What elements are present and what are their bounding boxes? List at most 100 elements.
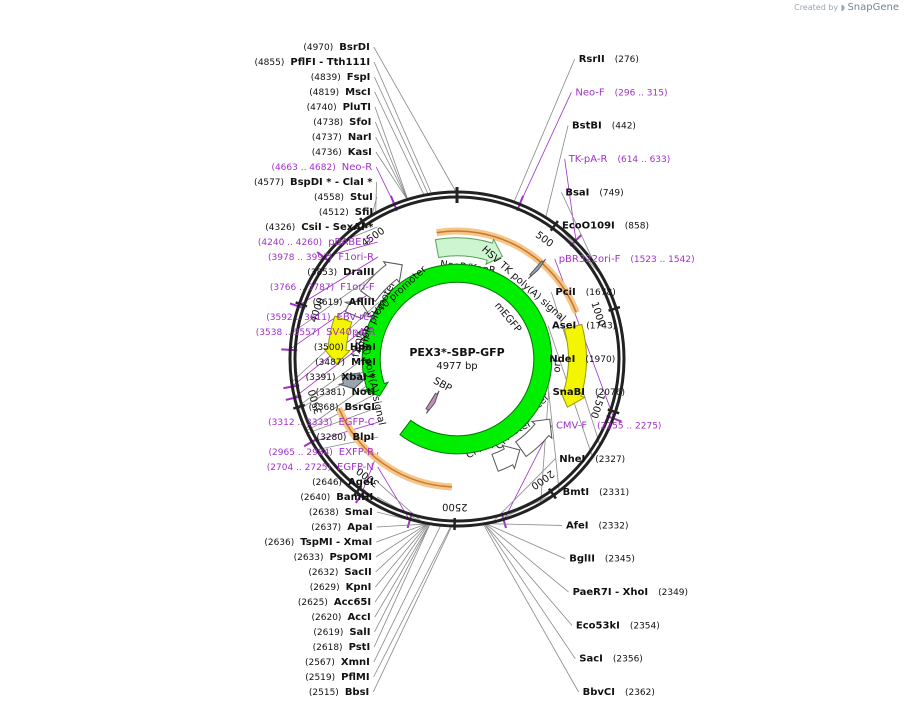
site-label-ebv-rev[interactable]: (3592 .. 3611)EBV-rev <box>266 312 375 323</box>
site-label-smai[interactable]: (2638)SmaI <box>309 507 373 518</box>
site-leader <box>371 196 378 215</box>
site-name: MfeI <box>351 357 376 368</box>
site-label-psti[interactable]: (2618)PstI <box>313 642 371 653</box>
site-label-noti[interactable]: (3381)NotI <box>316 387 376 398</box>
site-label-f1ori-f[interactable]: (3766 .. 3787)F1ori-F <box>270 282 375 293</box>
site-label-paer7i-xhoi[interactable]: PaeR7I - XhoI(2349) <box>573 587 688 598</box>
site-label-xbai[interactable]: (3391)XbaI * <box>306 372 377 383</box>
site-label-sali[interactable]: (2619)SalI <box>313 627 370 638</box>
site-label-nari[interactable]: (4737)NarI <box>312 132 372 143</box>
site-label-msci[interactable]: (4819)MscI <box>309 87 371 98</box>
feature-sv40-poly-a-signal[interactable] <box>337 372 367 390</box>
site-label-bbvci[interactable]: BbvCI(2362) <box>583 687 655 698</box>
site-leader <box>373 46 456 192</box>
site-label-pspomi[interactable]: (2633) PspOMI <box>294 552 372 563</box>
site-label-egfp-n[interactable]: (2704 .. 2725)EGFP-N <box>267 462 374 473</box>
site-position: (2354) <box>630 621 660 631</box>
feature-megfp[interactable] <box>361 263 553 455</box>
site-label-xmni[interactable]: (2567)XmnI <box>305 657 370 668</box>
site-label-bsrdi[interactable]: (4970)BsrDI <box>303 42 369 53</box>
site-label-bamhi[interactable]: (2640)BamHI <box>300 492 373 503</box>
site-label-f1ori-r[interactable]: (3978 .. 3997)F1ori-R <box>268 252 374 263</box>
site-position: (442) <box>612 122 636 132</box>
site-label-agei[interactable]: (2646)AgeI <box>312 477 373 488</box>
site-label-snabi[interactable]: SnaBI(2076) <box>553 387 625 398</box>
feature-cmv-promoter[interactable] <box>491 444 521 472</box>
site-position: (2331) <box>599 488 629 498</box>
site-label-egfp-c[interactable]: (3312 .. 3333)EGFP-C <box>268 417 375 428</box>
site-label-bsrgi[interactable]: (3368)BsrGI <box>309 402 375 413</box>
site-label-stui[interactable]: (4558)StuI <box>314 192 373 203</box>
site-name: NdeI <box>549 354 575 365</box>
site-label-kpni[interactable]: (2629)KpnI <box>310 582 372 593</box>
site-label-sacii[interactable]: (2632)SacII <box>308 567 371 578</box>
site-label-sv40pa-r[interactable]: (3538 .. 3557)SV40pA-R <box>256 327 376 338</box>
site-label-eco53ki[interactable]: Eco53kI(2354) <box>576 620 660 631</box>
feature-sbp[interactable] <box>425 390 440 414</box>
site-label-apai[interactable]: (2637)ApaI <box>311 522 372 533</box>
site-label-nhei[interactable]: NheI(2327) <box>559 454 625 465</box>
site-label-pbabe-3[interactable]: (4240 .. 4260)pBABE 3' <box>258 237 374 248</box>
credit-app: SnapGene <box>847 2 899 13</box>
site-label-saci[interactable]: SacI(2356) <box>579 654 643 665</box>
site-leader <box>373 526 451 678</box>
site-position: (2633) <box>294 553 324 563</box>
site-label-acci[interactable]: (2620)AccI <box>312 612 371 623</box>
site-label-ecoo109i[interactable]: EcoO109I(858) <box>562 221 649 232</box>
site-label-mfei[interactable]: (3487)MfeI <box>315 357 376 368</box>
site-label-hpai[interactable]: (3500)HpaI <box>314 342 376 353</box>
site-label-exfp-r[interactable]: (2965 .. 2984)EXFP-R <box>269 447 375 458</box>
site-label-blpi[interactable]: (3280)BlpI <box>317 432 375 443</box>
site-label-acc65i[interactable]: (2625)Acc65I <box>298 597 371 608</box>
site-label-bglii[interactable]: BglII(2345) <box>569 554 635 565</box>
site-name: EcoO109I <box>562 221 615 232</box>
site-label-rsrii[interactable]: RsrII(276) <box>579 54 639 65</box>
site-label-sfoi[interactable]: (4738)SfoI <box>313 117 371 128</box>
site-label-pluti[interactable]: (4740)PluTI <box>307 102 371 113</box>
site-label-pbr322ori-f[interactable]: pBR322ori-F(1523 .. 1542) <box>559 254 695 265</box>
site-label-bspdi-clai[interactable]: (4577)BspDI * - ClaI * <box>254 177 373 188</box>
site-name: PspOMI <box>330 552 372 563</box>
site-label-csii-sexai[interactable]: (4326)CsiI - SexAI * <box>265 222 374 233</box>
site-position: (2636) <box>264 538 294 548</box>
site-label-asei[interactable]: AseI(1743) <box>552 321 616 332</box>
site-name: PstI <box>349 642 371 653</box>
site-label-afliii[interactable]: (3619)AflIII <box>313 297 375 308</box>
site-label-bsai[interactable]: BsaI(749) <box>565 187 623 198</box>
site-label-pflmi[interactable]: (2519)PflMI <box>305 672 369 683</box>
feature-hsv-tk-poly-a-signal[interactable] <box>527 258 546 280</box>
site-label-pflfi-tth111i[interactable]: (4855)PflFI - Tth111I <box>254 57 370 68</box>
site-leader <box>373 525 441 663</box>
site-label-bbsi[interactable]: (2515)BbsI <box>309 687 369 698</box>
feature-sv40-promoter[interactable] <box>360 260 403 303</box>
site-label-draiii[interactable]: (3853)DraIII <box>307 267 374 278</box>
site-label-ndei[interactable]: NdeI(1970) <box>549 354 615 365</box>
site-label-bstbi[interactable]: BstBI(442) <box>572 121 636 132</box>
site-name: pBABE 3' <box>328 237 374 248</box>
site-name: Neo-F <box>575 87 605 98</box>
site-label-tspmi-xmai[interactable]: (2636)TspMI - XmaI <box>264 537 372 548</box>
site-label-fspi[interactable]: (4839)FspI <box>311 72 371 83</box>
site-label-afei[interactable]: AfeI(2332) <box>566 520 629 531</box>
site-label-bmti[interactable]: BmtI(2331) <box>563 487 629 498</box>
site-label-pcii[interactable]: PciI(1678) <box>555 287 615 298</box>
site-name: NarI <box>348 132 372 143</box>
site-position: (4512) <box>319 208 349 218</box>
site-label-tk-pa-r[interactable]: TK-pA-R(614 .. 633) <box>568 154 671 165</box>
site-position: (3391) <box>306 373 336 383</box>
feature-neor-kanr[interactable] <box>434 237 504 266</box>
site-leader <box>540 392 550 505</box>
site-position: (4326) <box>265 223 295 233</box>
site-label-neo-r[interactable]: (4663 .. 4682)Neo-R <box>271 162 372 173</box>
site-position: (2704 .. 2725) <box>267 463 331 473</box>
site-label-cmv-f[interactable]: CMV-F(2255 .. 2275) <box>556 420 662 431</box>
site-position: (3312 .. 3333) <box>268 418 332 428</box>
feature-ampr-promoter[interactable] <box>343 300 370 320</box>
site-position: (2356) <box>613 655 643 665</box>
site-label-sfii[interactable]: (4512)SfiI <box>319 207 373 218</box>
site-label-neo-f[interactable]: Neo-F(296 .. 315) <box>575 87 667 98</box>
site-label-kasi[interactable]: (4736)KasI <box>312 147 372 158</box>
feature-cmv-enhancer[interactable] <box>515 418 553 458</box>
feature-ori[interactable] <box>559 323 587 408</box>
feature-f1-ori[interactable] <box>322 315 353 365</box>
